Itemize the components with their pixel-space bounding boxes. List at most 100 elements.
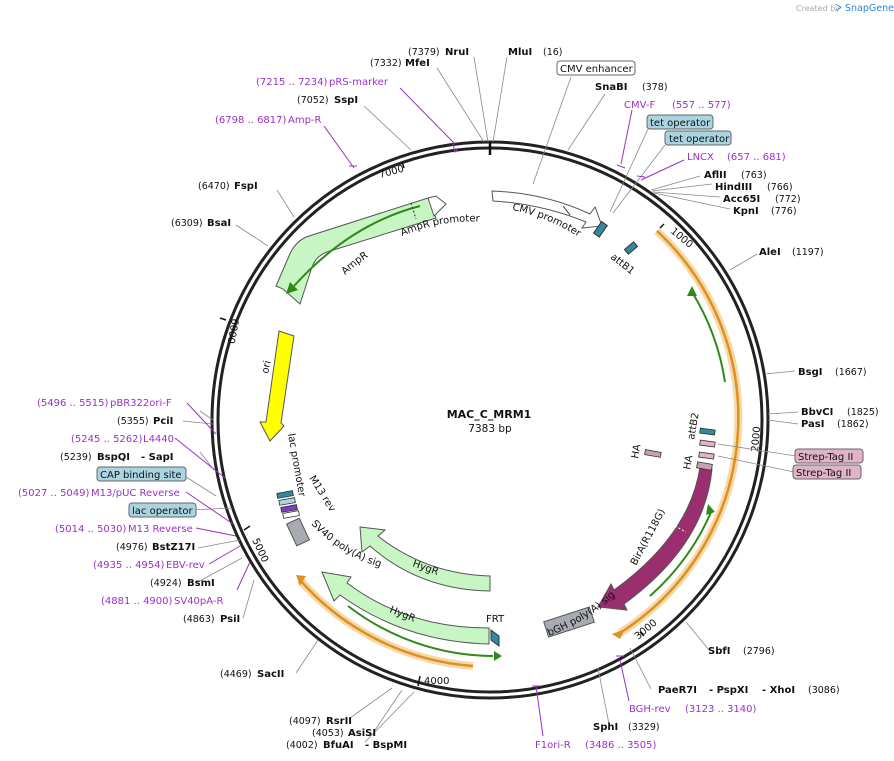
enzyme-bbvci[interactable]: BbvCI <box>801 407 833 418</box>
lac-box-2 <box>278 497 296 506</box>
enzyme-sacii-pos[interactable]: (4469) <box>220 669 252 680</box>
enzyme-pcii[interactable]: PciI <box>153 416 173 427</box>
enzyme-kpni[interactable]: KpnI <box>733 206 759 217</box>
enzyme-bsgi-pos[interactable]: (1667) <box>835 367 867 378</box>
enzyme-psii[interactable]: PsiI <box>220 614 240 625</box>
primer-sv40pa-r-range[interactable]: (4881 .. 4900) <box>101 596 173 607</box>
box-lac-operator[interactable] <box>128 502 197 518</box>
enzyme-sbfi[interactable]: SbfI <box>708 646 730 657</box>
enzyme-hindiii[interactable]: HindIII <box>715 182 752 193</box>
enzyme-snabi-pos[interactable]: (378) <box>642 82 668 93</box>
box-strep-tag-2[interactable] <box>792 464 862 480</box>
enzyme-alei-pos[interactable]: (1197) <box>792 247 824 258</box>
enzyme-bspqi[interactable]: BspQI <box>97 452 130 463</box>
box-strep-tag-1[interactable] <box>794 448 864 464</box>
enzyme-rsrii[interactable]: RsrII <box>326 716 352 727</box>
enzyme-mfei-pos[interactable]: (7332) <box>370 58 402 69</box>
enzyme-snabi[interactable]: SnaBI <box>595 82 627 93</box>
enzyme-mfei[interactable]: MfeI <box>405 58 430 69</box>
hygr-green-arrow-top <box>687 286 697 296</box>
primer-bgh-rev[interactable]: BGH-rev <box>629 704 671 715</box>
primer-lncx-range[interactable]: (657 .. 681) <box>727 152 786 163</box>
ampr-green-arrow-right2 <box>706 504 715 515</box>
enzyme-bbvci-pos[interactable]: (1825) <box>847 407 879 418</box>
primer-m13puc-reverse[interactable]: M13/pUC Reverse <box>91 488 180 499</box>
box-cmv-enhancer[interactable] <box>556 60 636 76</box>
enzyme-psii-pos[interactable]: (4863) <box>183 614 215 625</box>
primer-sv40pa-r[interactable]: SV40pA-R <box>174 596 223 607</box>
enzyme-sphi[interactable]: SphI <box>593 722 618 733</box>
primer-ebv-rev-range[interactable]: (4935 .. 4954) <box>93 560 165 571</box>
enzyme-fspi[interactable]: FspI <box>234 181 258 192</box>
enzyme-acc65i-pos[interactable]: (772) <box>775 194 801 205</box>
enzyme-bsmi[interactable]: BsmI <box>187 578 215 589</box>
primer-f1ori-r[interactable]: F1ori-R <box>535 740 571 751</box>
enzyme-sspi-pos[interactable]: (7052) <box>297 95 329 106</box>
enzyme-pcii-pos[interactable]: (5355) <box>117 416 149 427</box>
primer-l4440[interactable]: L4440 <box>143 434 174 445</box>
primer-amp-r-range[interactable]: (6798 .. 6817) <box>215 115 287 126</box>
enzyme-fspi-pos[interactable]: (6470) <box>198 181 230 192</box>
primer-m13-reverse[interactable]: M13 Reverse <box>128 524 193 535</box>
enzyme-bsmi-pos[interactable]: (4924) <box>150 578 182 589</box>
primer-cmv-f-range[interactable]: (557 .. 577) <box>672 100 731 111</box>
enzyme-sspi[interactable]: SspI <box>334 95 358 106</box>
enzyme-hindiii-pos[interactable]: (766) <box>767 182 793 193</box>
primer-lncx[interactable]: LNCX <box>687 152 714 163</box>
enzyme-asisi-pos[interactable]: (4053) <box>312 728 344 739</box>
enzyme-pasi[interactable]: PasI <box>801 419 824 430</box>
label-cap-binding-site: CAP binding site <box>100 470 182 481</box>
enzyme-pspxi[interactable]: - PspXI <box>709 685 748 696</box>
enzyme-bspmi[interactable]: - BspMI <box>365 740 407 751</box>
enzyme-mlui-pos[interactable]: (16) <box>543 47 563 58</box>
enzyme-sphi-pos[interactable]: (3329) <box>628 722 660 733</box>
enzyme-sacii[interactable]: SacII <box>257 669 284 680</box>
enzyme-aflii[interactable]: AflII <box>704 170 727 181</box>
enzyme-acc65i[interactable]: Acc65I <box>723 194 760 205</box>
enzyme-xhoi[interactable]: - XhoI <box>762 685 795 696</box>
box-tet-operator-1[interactable] <box>646 114 714 130</box>
f1-ori-arrow-head <box>612 629 625 639</box>
ori-feature <box>259 330 295 442</box>
primer-pbr322ori-f[interactable]: pBR322ori-F <box>110 398 172 409</box>
box-tet-operator-2[interactable] <box>664 130 732 146</box>
primer-m13-reverse-range[interactable]: (5014 .. 5030) <box>55 524 127 535</box>
enzyme-bstz17i[interactable]: BstZ17I <box>152 542 195 553</box>
primer-ebv-rev[interactable]: EBV-rev <box>166 560 205 571</box>
enzyme-rsrii-pos[interactable]: (4097) <box>289 716 321 727</box>
enzyme-sapi[interactable]: - SapI <box>141 452 173 463</box>
enzyme-alei[interactable]: AleI <box>759 247 781 258</box>
enzyme-nrui[interactable]: NruI <box>445 47 469 58</box>
ampr-dash <box>410 202 417 220</box>
enzyme-mlui[interactable]: MluI <box>508 47 532 58</box>
enzyme-pasi-pos[interactable]: (1862) <box>837 419 869 430</box>
enzyme-bsgi[interactable]: BsgI <box>798 367 822 378</box>
primer-l4440-range[interactable]: (5245 .. 5262) <box>71 434 143 445</box>
primer-pbr322ori-f-range[interactable]: (5496 .. 5515) <box>37 398 109 409</box>
enzyme-paer7i[interactable]: PaeR7I <box>658 685 697 696</box>
tick-7000: 7000 <box>378 164 405 181</box>
primer-prs-marker[interactable]: pRS-marker <box>329 77 389 88</box>
box-cap-binding-site[interactable] <box>96 466 187 482</box>
enzyme-kpni-pos[interactable]: (776) <box>771 206 797 217</box>
primer-cmv-f[interactable]: CMV-F <box>624 100 655 111</box>
enzyme-bfuai[interactable]: BfuAI <box>323 740 354 751</box>
primer-m13puc-reverse-range[interactable]: (5027 .. 5049) <box>18 488 90 499</box>
primer-f1ori-r-range[interactable]: (3486 .. 3505) <box>585 740 657 751</box>
primer-bgh-rev-range[interactable]: (3123 .. 3140) <box>685 704 757 715</box>
primer-amp-r[interactable]: Amp-R <box>288 115 322 126</box>
enzyme-asisi[interactable]: AsiSI <box>348 728 376 739</box>
lac-box-4 <box>282 510 300 519</box>
hygr-green-line-right <box>691 291 726 383</box>
enzyme-sbfi-pos[interactable]: (2796) <box>743 646 775 657</box>
enzyme-bfuai-pos[interactable]: (4002) <box>286 740 318 751</box>
enzyme-bspqi-pos[interactable]: (5239) <box>60 452 92 463</box>
primer-prs-marker-range[interactable]: (7215 .. 7234) <box>256 77 328 88</box>
hygr-arrow-1 <box>359 526 491 592</box>
enzyme-bsai-pos[interactable]: (6309) <box>171 218 203 229</box>
enzyme-bsai[interactable]: BsaI <box>207 218 231 229</box>
enzyme-bstz17i-pos[interactable]: (4976) <box>116 542 148 553</box>
enzyme-nrui-pos[interactable]: (7379) <box>408 47 440 58</box>
enzyme-paer7i-pos[interactable]: (3086) <box>808 685 840 696</box>
enzyme-aflii-pos[interactable]: (763) <box>741 170 767 181</box>
